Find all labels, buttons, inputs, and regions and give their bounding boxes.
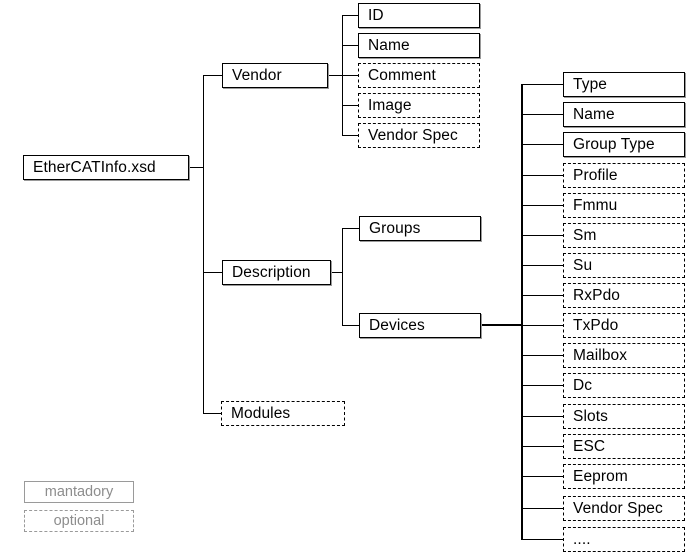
- connector-root-trunk: [203, 75, 204, 414]
- node-device-group-type[interactable]: Group Type: [563, 132, 685, 157]
- connector-devices-child-7: [521, 295, 563, 296]
- connector-devices-child-15: [521, 539, 563, 540]
- connector-devices-child-3: [521, 175, 563, 176]
- node-root-ethercatinfo-xsd[interactable]: EtherCATInfo.xsd: [23, 155, 189, 180]
- node-device-dc[interactable]: Dc: [563, 373, 685, 398]
- connector-vendor-child-2: [342, 75, 359, 76]
- node-vendor-comment[interactable]: Comment: [358, 63, 480, 88]
- connector-vendor-child-4: [342, 135, 359, 136]
- node-device-esc[interactable]: ESC: [563, 434, 685, 459]
- node-vendor[interactable]: Vendor: [222, 63, 328, 88]
- node-vendor-id[interactable]: ID: [358, 3, 480, 28]
- connector-devices-child-10: [521, 385, 563, 386]
- node-device-txpdo[interactable]: TxPdo: [563, 313, 685, 338]
- node-device-mailbox[interactable]: Mailbox: [563, 343, 685, 368]
- legend-item-mandatory: mantadory: [24, 481, 134, 503]
- connector-to-description: [203, 272, 222, 273]
- node-device-rxpdo[interactable]: RxPdo: [563, 283, 685, 308]
- connector-description-child-0: [342, 228, 359, 229]
- connector-to-vendor: [203, 75, 222, 76]
- node-device-su[interactable]: Su: [563, 253, 685, 278]
- node-devices[interactable]: Devices: [359, 313, 481, 338]
- node-device-vendor-spec[interactable]: Vendor Spec: [563, 496, 685, 521]
- connector-description-child-1: [342, 325, 359, 326]
- legend-item-optional: optional: [24, 510, 134, 532]
- node-device-sm[interactable]: Sm: [563, 223, 685, 248]
- connector-devices-child-13: [521, 476, 563, 477]
- connector-devices-child-12: [521, 446, 563, 447]
- connector-devices-child-2: [521, 144, 563, 145]
- node-groups[interactable]: Groups: [359, 216, 481, 241]
- node-device-type[interactable]: Type: [563, 72, 685, 97]
- connector-description-trunk: [342, 228, 343, 326]
- connector-devices-child-6: [521, 265, 563, 266]
- connector-devices-child-4: [521, 205, 563, 206]
- connector-devices-child-8: [521, 325, 563, 326]
- connector-devices-trunk: [521, 84, 523, 540]
- node-device-slots[interactable]: Slots: [563, 404, 685, 429]
- connector-root-stub: [189, 167, 204, 168]
- connector-devices-child-5: [521, 235, 563, 236]
- node-device-eeprom[interactable]: Eeprom: [563, 464, 685, 489]
- node-device-fmmu[interactable]: Fmmu: [563, 193, 685, 218]
- connector-vendor-stub: [328, 75, 343, 76]
- node-vendor-name[interactable]: Name: [358, 33, 480, 58]
- node-vendor-vendor-spec[interactable]: Vendor Spec: [358, 123, 480, 148]
- node-device-name[interactable]: Name: [563, 102, 685, 127]
- connector-devices-child-9: [521, 355, 563, 356]
- node-device-profile[interactable]: Profile: [563, 163, 685, 188]
- connector-devices-child-1: [521, 114, 563, 115]
- connector-devices-child-14: [521, 508, 563, 509]
- connector-vendor-child-3: [342, 105, 359, 106]
- node-description[interactable]: Description: [222, 260, 331, 285]
- connector-vendor-child-0: [342, 15, 359, 16]
- node-vendor-image[interactable]: Image: [358, 93, 480, 118]
- node-device-more-ellipsis[interactable]: ....: [563, 527, 685, 552]
- connector-devices-stub: [480, 324, 522, 326]
- connector-devices-child-11: [521, 416, 563, 417]
- connector-to-modules: [203, 413, 222, 414]
- connector-vendor-child-1: [342, 45, 359, 46]
- node-modules[interactable]: Modules: [221, 401, 345, 426]
- connector-description-stub: [331, 272, 343, 273]
- connector-devices-child-0: [521, 84, 563, 85]
